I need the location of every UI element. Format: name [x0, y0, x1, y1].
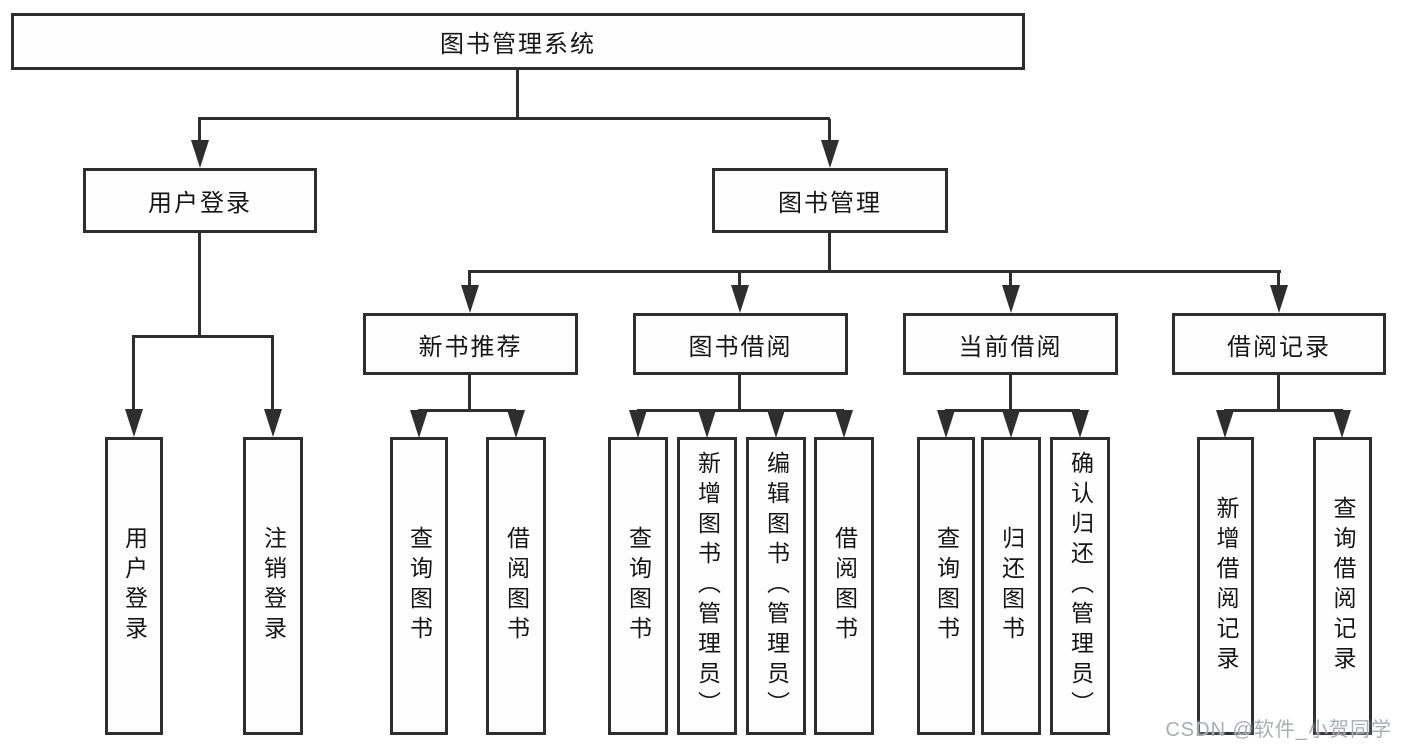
- leaf-confirm-return-admin-label: 确认归还（管理员）: [1067, 451, 1094, 721]
- leaf-confirm-return-admin: 确认归还（管理员）: [1050, 437, 1110, 735]
- leaf-return-books: 归还图书: [981, 437, 1041, 735]
- arrowhead-down: [1270, 285, 1288, 313]
- connector-line: [198, 117, 830, 120]
- connector-line: [198, 233, 201, 335]
- arrowhead-down: [731, 285, 749, 313]
- leaf-borrow-books-2-label: 借阅图书: [831, 526, 858, 646]
- leaf-user-login-label: 用户登录: [121, 526, 148, 646]
- connector-line: [418, 409, 516, 412]
- leaf-add-borrow-record: 新增借阅记录: [1197, 437, 1254, 735]
- connector-line: [516, 69, 519, 119]
- connector-line: [1277, 272, 1280, 287]
- node-root-label: 图书管理系统: [440, 31, 596, 58]
- node-current-borrowing-label: 当前借阅: [958, 333, 1063, 361]
- node-borrowing-records: 借阅记录: [1172, 313, 1386, 375]
- connector-line: [468, 270, 1281, 273]
- arrowhead-down: [1002, 410, 1020, 438]
- leaf-search-books-1-label: 查询图书: [406, 526, 433, 646]
- leaf-add-book-admin: 新增图书（管理员）: [677, 437, 737, 735]
- arrowhead-down: [1216, 410, 1234, 438]
- node-root: 图书管理系统: [11, 13, 1025, 70]
- connector-line: [637, 409, 844, 412]
- node-borrowing-records-label: 借阅记录: [1227, 333, 1331, 361]
- arrowhead-down: [835, 410, 853, 438]
- leaf-edit-book-admin-label: 编辑图书（管理员）: [763, 451, 790, 721]
- node-book-borrowing-label: 图书借阅: [688, 333, 793, 361]
- arrowhead-down: [125, 409, 143, 437]
- leaf-borrow-books-2: 借阅图书: [814, 437, 874, 735]
- connector-line: [132, 337, 135, 411]
- connector-line: [468, 375, 471, 409]
- node-book-management: 图书管理: [712, 168, 948, 233]
- leaf-borrow-books-1: 借阅图书: [486, 437, 546, 735]
- connector-line: [828, 233, 831, 270]
- arrowhead-down: [410, 410, 428, 438]
- connector-line: [198, 119, 201, 142]
- connector-line: [271, 337, 274, 411]
- leaf-search-books-2-label: 查询图书: [625, 526, 652, 646]
- leaf-user-login: 用户登录: [105, 437, 163, 735]
- arrowhead-down: [461, 285, 479, 313]
- leaf-search-books-3-label: 查询图书: [933, 526, 960, 646]
- connector-line: [1009, 272, 1012, 287]
- connector-line: [1224, 409, 1343, 412]
- leaf-add-book-admin-label: 新增图书（管理员）: [694, 451, 721, 721]
- connector-line: [738, 272, 741, 287]
- arrowhead-down: [1002, 285, 1020, 313]
- leaf-return-books-label: 归还图书: [998, 526, 1025, 646]
- leaf-add-borrow-record-label: 新增借阅记录: [1213, 496, 1239, 676]
- leaf-edit-book-admin: 编辑图书（管理员）: [746, 437, 806, 735]
- connector-line: [1009, 375, 1012, 409]
- node-user-login: 用户登录: [83, 168, 317, 233]
- leaf-borrow-books-1-label: 借阅图书: [503, 526, 530, 646]
- leaf-search-books-2: 查询图书: [608, 437, 668, 735]
- connector-line: [828, 119, 831, 142]
- arrowhead-down: [698, 410, 716, 438]
- arrowhead-down: [937, 410, 955, 438]
- watermark: CSDN @软件_小贺同学: [1165, 719, 1392, 741]
- arrowhead-down: [1333, 410, 1351, 438]
- arrowhead-down: [264, 409, 282, 437]
- connector-line: [738, 375, 741, 409]
- leaf-search-books-3: 查询图书: [917, 437, 975, 735]
- arrowhead-down: [767, 410, 785, 438]
- node-current-borrowing: 当前借阅: [903, 313, 1118, 375]
- connector-line: [132, 335, 274, 338]
- arrowhead-down: [629, 410, 647, 438]
- arrowhead-down: [507, 410, 525, 438]
- leaf-search-borrow-record-label: 查询借阅记录: [1330, 496, 1356, 676]
- arrowhead-down: [821, 140, 839, 168]
- leaf-logout-label: 注销登录: [260, 526, 287, 646]
- node-book-management-label: 图书管理: [778, 190, 882, 217]
- node-new-book-recommendation-label: 新书推荐: [418, 333, 523, 361]
- leaf-logout: 注销登录: [243, 437, 303, 735]
- connector-line: [468, 272, 471, 287]
- arrowhead-down: [191, 140, 209, 168]
- arrowhead-down: [1071, 410, 1089, 438]
- leaf-search-borrow-record: 查询借阅记录: [1313, 437, 1372, 735]
- node-book-borrowing: 图书借阅: [633, 313, 848, 375]
- node-user-login-label: 用户登录: [148, 190, 252, 217]
- node-new-book-recommendation: 新书推荐: [363, 313, 578, 375]
- leaf-search-books-1: 查询图书: [390, 437, 448, 735]
- connector-line: [1277, 375, 1280, 409]
